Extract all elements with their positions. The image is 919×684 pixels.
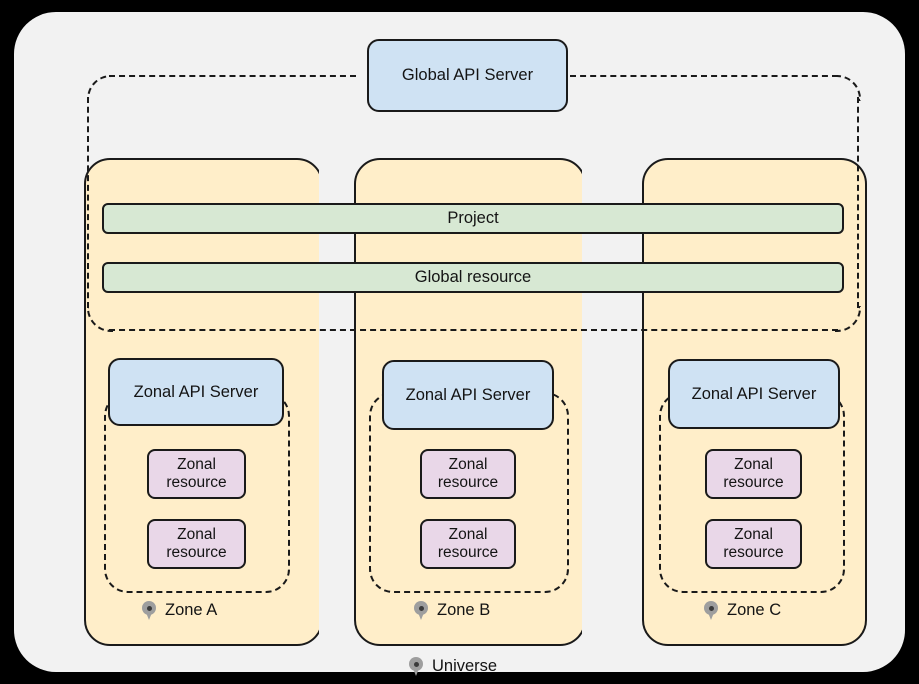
zonal-resource-c-1: Zonal resource [705,449,802,499]
zonal-resource-line2: resource [723,474,784,491]
zonal-api-server-c: Zonal API Server [668,359,840,429]
zone-gap-b-c [582,158,642,642]
universe-label: Universe [409,657,497,676]
zonal-resource-a-2: Zonal resource [147,519,246,569]
map-pin-icon [142,601,156,620]
zone-label-text: Zone C [727,601,782,619]
map-pin-icon [704,601,718,620]
zone-label-text: Zone A [165,601,218,619]
zone-label-text: Zone B [437,601,491,619]
zone-label-a: Zone A [142,601,217,620]
zonal-api-server-b: Zonal API Server [382,360,554,430]
zonal-resource-line1: Zonal [177,455,216,473]
map-pin-icon [414,601,428,620]
zonal-resource-line2: resource [437,544,499,561]
universe-label-text: Universe [432,657,498,675]
zonal-resource-b-2: Zonal resource [420,519,516,569]
global-bar-project: Project [102,203,844,234]
global-api-server: Global API Server [367,39,568,112]
universe-panel: Project Global resource Zonal API Server… [14,12,905,676]
zonal-resource-a-1: Zonal resource [147,449,246,499]
zonal-resource-line2: resource [723,544,784,561]
global-boundary-top-left [109,75,356,77]
zonal-resource-line1: Zonal [448,525,488,543]
zonal-resource-line2: resource [166,544,227,561]
global-bar-global-resource: Global resource [102,262,844,293]
global-boundary-right [857,97,859,308]
global-boundary-bottom [109,329,838,331]
zonal-resource-b-1: Zonal resource [420,449,516,499]
zonal-resource-c-2: Zonal resource [705,519,802,569]
zone-label-b: Zone B [414,601,490,620]
zonal-api-server-a: Zonal API Server [108,358,284,426]
zonal-resource-line1: Zonal [734,455,773,473]
global-boundary-top-right [570,75,838,77]
zone-gap-a-b [319,158,354,642]
zonal-resource-line1: Zonal [448,455,488,473]
zonal-resource-line1: Zonal [177,525,216,543]
zone-label-c: Zone C [704,601,781,620]
global-boundary-left [87,97,89,308]
global-boundary-corner-tl [87,75,113,101]
zonal-resource-line2: resource [166,474,227,491]
zonal-resource-line2: resource [437,474,499,491]
zonal-resource-line1: Zonal [734,525,773,543]
map-pin-icon [409,657,423,676]
